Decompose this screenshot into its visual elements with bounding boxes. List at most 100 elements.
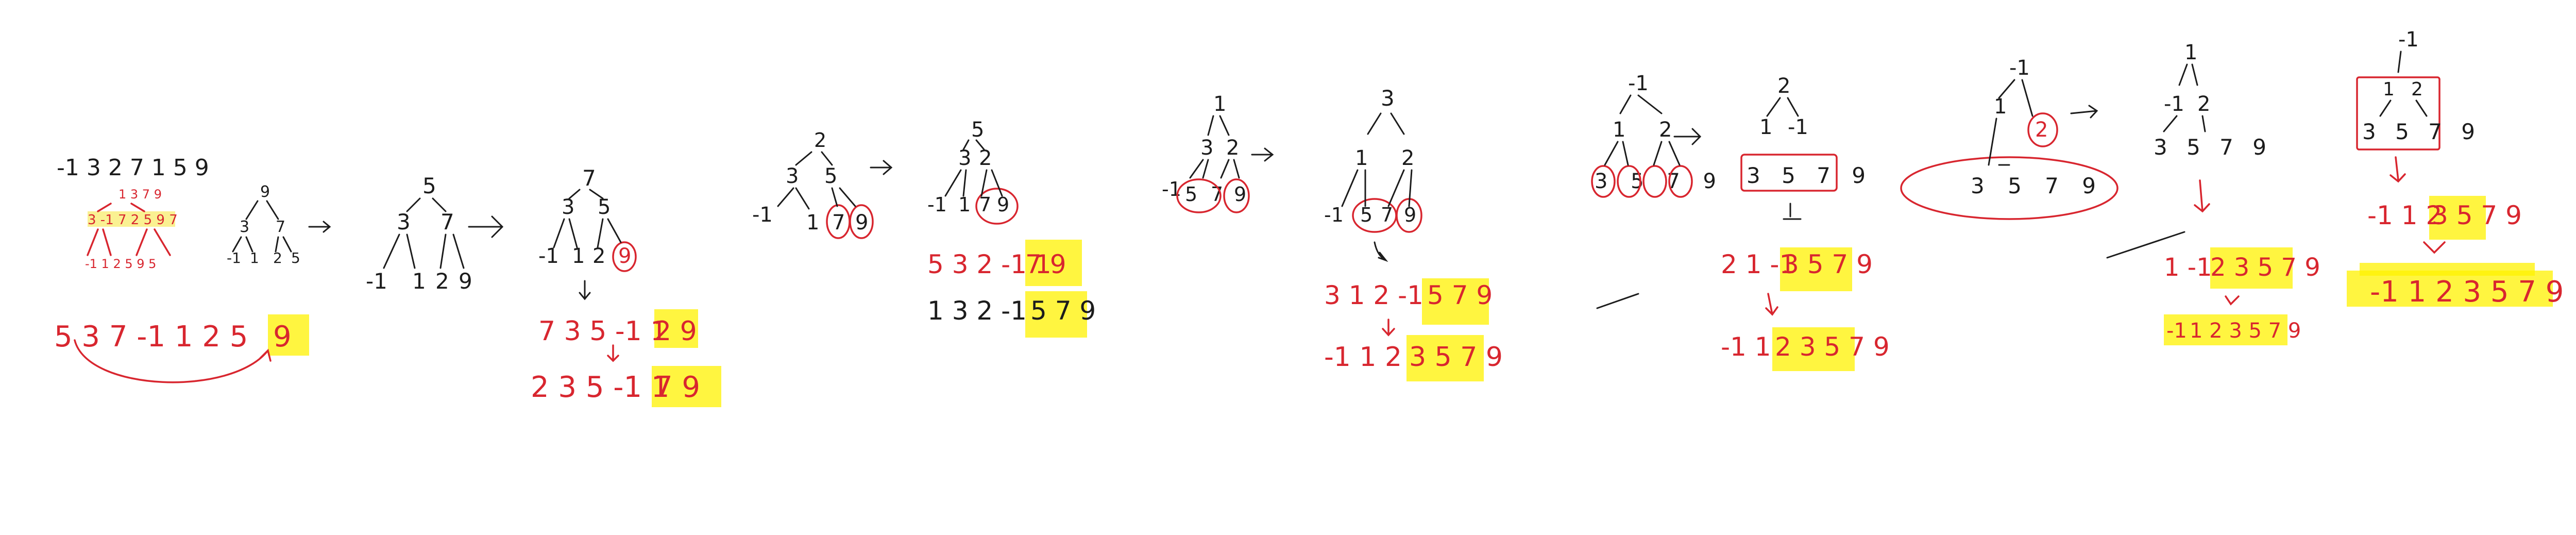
- node-rr: 9: [1234, 183, 1246, 206]
- stage-12: -1 1 2 3 5 7 9 -1 1 2 3 5 7 9 -1 1 2 3 5…: [2347, 28, 2564, 309]
- leaf-row: 3 5 7 9: [2154, 135, 2273, 160]
- leaf-row: 3 5 7 9: [1747, 163, 1873, 188]
- heap-right: 7: [276, 218, 285, 236]
- node-rr: 9: [618, 244, 631, 268]
- down-arrow-icon: [2225, 295, 2240, 306]
- tree-leaf-row: -1 1 2 5 9 5: [85, 257, 156, 271]
- swap-arrow-icon: [74, 339, 272, 383]
- node-left: 3: [786, 164, 799, 188]
- step-line-1: 3 1 2 -1: [1324, 280, 1423, 310]
- down-arrow-icon: [2423, 241, 2446, 254]
- stage-4: 2 3 5 -1 1 7 9: [752, 129, 893, 239]
- tree-mid-row: 3 -1 7 2 5 9 7: [88, 212, 178, 228]
- node-root: 1: [1213, 92, 1226, 116]
- node-rl: 2: [592, 244, 605, 268]
- node-ll: -1: [538, 244, 559, 268]
- heap-root: 9: [260, 183, 270, 201]
- node-rl: 7: [979, 193, 991, 216]
- tree-top-row: 1 3 7 9: [118, 187, 162, 202]
- node-lr: 1: [412, 269, 426, 294]
- node-rr: 9: [1404, 204, 1416, 226]
- node-left: 3: [1200, 136, 1213, 160]
- stage-1: -1 3 2 7 1 5 9 1 3 7 9 3 -1 7 2 5 9 7 -1…: [54, 155, 331, 383]
- node-root: 1: [2184, 41, 2197, 64]
- down-arrow-icon: [607, 344, 619, 362]
- down-arrow-icon: [1374, 241, 1388, 262]
- node-ll: -1: [927, 193, 947, 216]
- node-right: 2: [1401, 146, 1414, 170]
- node-rl: 7: [832, 211, 845, 235]
- step-line-2-sorted: 5 7 9: [1030, 296, 1096, 326]
- node-right: 2: [2035, 118, 2048, 142]
- node-right: 2: [1226, 136, 1239, 160]
- node-rr: 9: [997, 193, 1009, 216]
- step-line-2: -1 1: [1721, 332, 1771, 362]
- final-sorted-array: -1 1 2 3 5 7 9: [2370, 275, 2564, 309]
- stage-7: 3 1 2 -1 5 7 9 3 1 2 -1 5 7 9 -1 1 2 3 5…: [1324, 86, 1503, 381]
- node-root: -1: [1628, 72, 1649, 95]
- node-root: 2: [814, 129, 826, 152]
- heap-ll: -1: [227, 249, 241, 266]
- node-right: 2: [2197, 92, 2210, 116]
- heap-lr: 1: [250, 249, 259, 266]
- step-line-1-sorted: 2 3 5 7 9: [2210, 253, 2320, 282]
- step-line-2: 2 3 5 -1 1: [531, 371, 670, 404]
- node-right: 5: [824, 164, 837, 188]
- stage-11: 1 -1 2 3 5 7 9 1 -1 2 3 5 7 9 -1 1 2 3 5…: [2154, 41, 2320, 345]
- node-ll: -1: [752, 203, 773, 227]
- node-root: -1: [2398, 28, 2419, 52]
- down-arrow-icon: [1382, 319, 1395, 337]
- stage-8: -1 1 2 3 5 7 9: [1591, 72, 1716, 198]
- node-lr: 1: [958, 193, 971, 216]
- step-line-1-sorted: 7 9: [1025, 249, 1066, 279]
- stage-5: 5 3 2 -1 1 7 9 5 3 2 -1 1 7 9 1 3 2 -1 5…: [927, 118, 1096, 338]
- node-root: 2: [1777, 74, 1790, 98]
- node-rr: 9: [459, 269, 472, 294]
- result-row: 5 3 7 -1 1 2 5: [54, 320, 248, 354]
- step-line-2: -1: [2166, 319, 2187, 343]
- node-right: 2: [2411, 79, 2423, 100]
- stage-10: -1 1 2 3 5 7 9: [1900, 56, 2185, 259]
- step-line-1: 1 -1: [2164, 253, 2212, 282]
- arrow-icon: [1673, 128, 1702, 145]
- node-left: 1: [1994, 95, 2007, 119]
- step-line-1-sorted: 3 5 7 9: [1783, 249, 1873, 279]
- node-left: 3: [397, 209, 411, 235]
- node-left: 1: [1355, 146, 1368, 170]
- arrow-icon: [2070, 105, 2098, 119]
- node-root: 7: [582, 165, 596, 191]
- node-root: -1: [2009, 56, 2030, 80]
- node-ll: -1: [1324, 204, 1344, 226]
- stage-6: 1 3 2 -1 5 7 9: [1162, 92, 1274, 213]
- node-left: 1: [1613, 118, 1625, 142]
- node-root: 5: [971, 118, 984, 142]
- node-left: -1: [2164, 92, 2184, 116]
- stage-3: 7 3 5 -1 1 2 9 7 3 5 -1 1 2 9 2 3 5 -1 1…: [531, 165, 721, 407]
- input-array: -1 3 2 7 1 5 9: [57, 155, 209, 181]
- node-left: 1: [2383, 79, 2395, 100]
- step-line-1-sorted: 5 7 9: [1427, 280, 1493, 310]
- node-right: 2: [1659, 118, 1672, 142]
- stage-2: 5 3 7 -1 1 2 9: [366, 173, 504, 294]
- down-arrow-icon: [2389, 156, 2406, 183]
- step-line-2-sorted: 2 3 5 7 9: [1775, 332, 1890, 362]
- node-lr: 1: [572, 244, 585, 268]
- node-left: 3: [958, 146, 971, 170]
- node-right: 5: [598, 195, 611, 219]
- heap-left: 3: [240, 218, 249, 236]
- step-line-2-sorted: 3 5 7 9: [1409, 342, 1503, 373]
- step-line-1: -1 1 2: [2367, 200, 2442, 230]
- node-rl: 2: [435, 269, 449, 294]
- node-lr: 5: [1360, 204, 1372, 226]
- node-lr: 1: [806, 211, 819, 235]
- node-rr: 9: [855, 211, 868, 235]
- step-line-2: 1 3 2 -1: [927, 296, 1027, 326]
- down-arrow-icon: [1765, 293, 1778, 316]
- arrow-icon: [1251, 147, 1274, 162]
- separator-stroke: [1596, 293, 1639, 309]
- down-arrow-icon: [579, 280, 591, 300]
- node-rl: 7: [1381, 204, 1393, 226]
- step-line-1: 5 3 2 -1 1: [927, 249, 1052, 279]
- node-left: 3: [562, 195, 574, 219]
- result-highlighted: 9: [273, 320, 292, 354]
